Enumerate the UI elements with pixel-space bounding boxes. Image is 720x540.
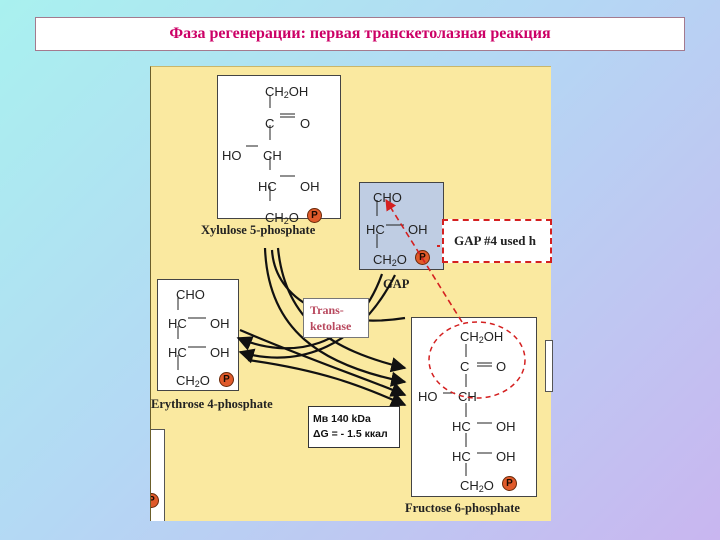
delta-g: ΔG = - 1.5 ккал	[313, 428, 388, 440]
gap-c3: CH2O	[373, 252, 407, 268]
fructose-c2-oxygen: O	[496, 359, 507, 374]
partial-structure-right	[545, 340, 553, 392]
xylulose-bonds	[246, 95, 295, 201]
pathway-diagram: CH2OH C O HO CH HC OH CH2O P Xylulose 5-…	[150, 66, 551, 521]
xylulose-c4-oh: OH	[300, 179, 320, 194]
fructose-c2: C	[460, 359, 470, 374]
enzyme-label-line2: ketolase	[310, 319, 352, 333]
fructose-c4: HC	[452, 419, 471, 434]
enzyme-info-box: Mв 140 kDa ΔG = - 1.5 ккал	[308, 406, 400, 448]
xylulose-c1: CH2OH	[265, 84, 309, 100]
erythrose-c3-oh: OH	[210, 345, 230, 360]
slide-title: Фаза регенерации: первая транскетолазная…	[35, 17, 685, 51]
fructose-c5: HC	[452, 449, 471, 464]
phosphate-icon: P	[307, 208, 322, 223]
fructose-c1: CH2OH	[460, 329, 504, 345]
fructose-label: Fructose 6-phosphate	[405, 501, 520, 515]
erythrose-c4: CH2O	[176, 373, 210, 389]
gap-label: GAP	[383, 277, 410, 291]
xylulose-c3: CH	[263, 148, 282, 163]
fructose-c3: CH	[458, 389, 477, 404]
erythrose-c1: CHO	[176, 287, 205, 302]
enzyme-label-line1: Trans-	[310, 303, 344, 317]
transketolase-box: Trans- ketolase	[303, 298, 369, 338]
erythrose-c3: HC	[168, 345, 187, 360]
xylulose-label: Xylulose 5-phosphate	[201, 223, 316, 237]
fructose-c3-ho: HO	[418, 389, 438, 404]
xylulose-c5: CH2O	[265, 210, 299, 226]
erythrose-c2: HC	[168, 316, 187, 331]
xylulose-c3-ho: HO	[222, 148, 242, 163]
highlight-arrow	[385, 199, 463, 323]
erythrose-4-phosphate-structure: CHO HC OH HC OH CH2O P	[157, 279, 239, 391]
xylulose-c4: HC	[258, 179, 277, 194]
phosphate-icon: P	[219, 372, 234, 387]
fructose-c4-oh: OH	[496, 419, 516, 434]
erythrose-label: Erythrose 4-phosphate	[151, 397, 273, 411]
xylulose-c2: C	[265, 116, 275, 131]
phosphate-icon: P	[502, 476, 517, 491]
gap-c2: HC	[366, 222, 385, 237]
molecular-weight: Mв 140 kDa	[313, 413, 371, 425]
erythrose-bonds	[177, 297, 206, 370]
xylulose-c2-oxygen: O	[300, 116, 311, 131]
fructose-c5-oh: OH	[496, 449, 516, 464]
fructose-c6: CH2O	[460, 478, 494, 494]
fructose-bonds	[443, 344, 492, 476]
highlight-ellipse	[428, 321, 526, 399]
gap-used-note: GAP #4 used h	[442, 219, 552, 263]
gap-structure: CHO HC OH CH2O P	[359, 182, 444, 270]
erythrose-c2-oh: OH	[210, 316, 230, 331]
xylulose-5-phosphate-structure: CH2OH C O HO CH HC OH CH2O P	[217, 75, 341, 226]
gap-c2-oh: OH	[408, 222, 428, 237]
